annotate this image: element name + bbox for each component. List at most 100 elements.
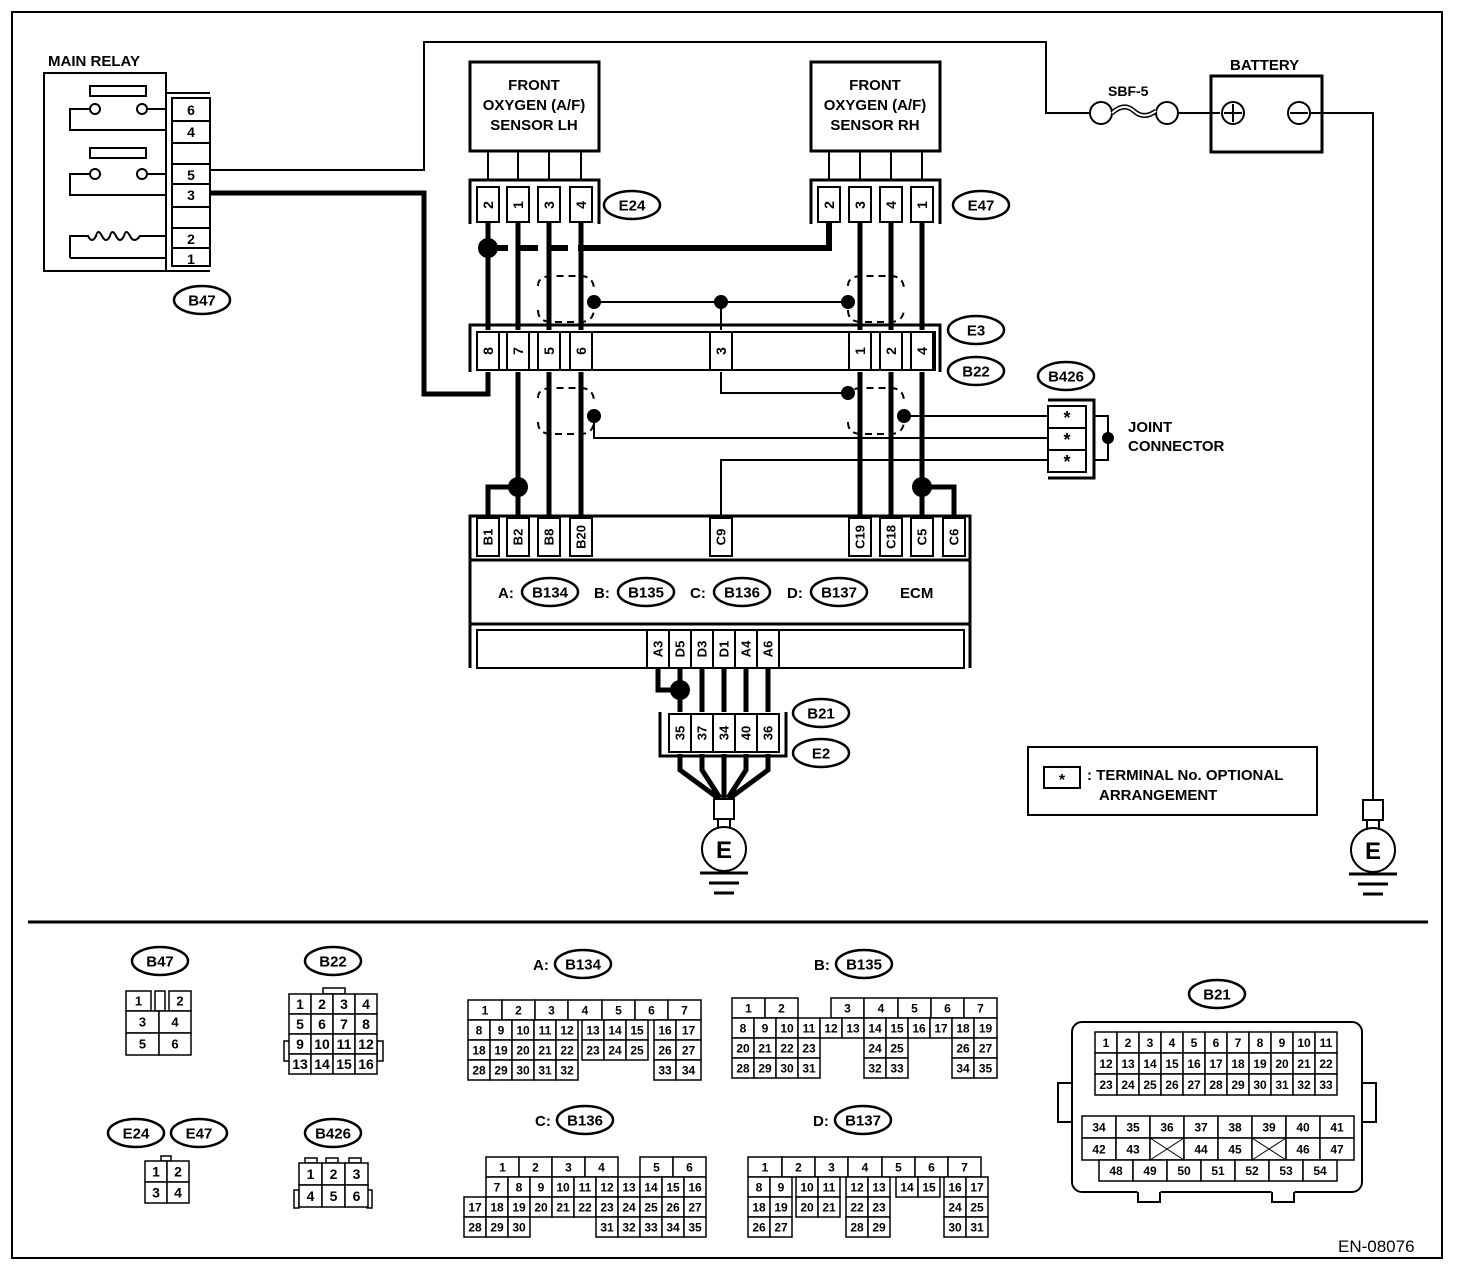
connector-id: B136 bbox=[567, 1112, 603, 1129]
terminal-number: 28 bbox=[1209, 1078, 1223, 1092]
connector-id: E47 bbox=[186, 1125, 213, 1142]
terminal-number: 3 bbox=[565, 1160, 572, 1174]
terminal-number: 20 bbox=[800, 1200, 814, 1214]
legend-line-1: : TERMINAL No. OPTIONAL bbox=[1087, 767, 1283, 784]
terminal-number: 1 bbox=[152, 1164, 160, 1180]
ecm-connector-prefix: B: bbox=[594, 585, 610, 602]
connector-prefix: A: bbox=[533, 957, 549, 974]
terminal-number: 21 bbox=[1297, 1057, 1311, 1071]
terminal-number: 29 bbox=[494, 1063, 508, 1077]
terminal-number: 10 bbox=[556, 1180, 570, 1194]
terminal-number: 16 bbox=[358, 1056, 374, 1072]
connector-id: E2 bbox=[812, 745, 830, 762]
inline-pin: 2 bbox=[883, 347, 899, 355]
relay-pin: 2 bbox=[187, 231, 195, 247]
terminal-number: 15 bbox=[630, 1023, 644, 1037]
terminal-number: 24 bbox=[1121, 1078, 1135, 1092]
terminal-number: 6 bbox=[928, 1160, 935, 1174]
terminal-number: 33 bbox=[658, 1063, 672, 1077]
legend-line-2: ARRANGEMENT bbox=[1099, 787, 1217, 804]
terminal-number: 14 bbox=[868, 1021, 882, 1035]
terminal-number: 8 bbox=[756, 1180, 763, 1194]
ecm-pin: C6 bbox=[947, 529, 962, 546]
terminal-number: 14 bbox=[1143, 1057, 1157, 1071]
terminal-number: 43 bbox=[1126, 1142, 1140, 1156]
joint-pin: * bbox=[1063, 430, 1070, 450]
terminal-number: 10 bbox=[1297, 1036, 1311, 1050]
ecm-pin: A6 bbox=[761, 641, 776, 658]
terminal-number: 22 bbox=[1319, 1057, 1333, 1071]
ground-label: E bbox=[1365, 838, 1381, 865]
terminal-number: 21 bbox=[538, 1043, 552, 1057]
terminal-number: 23 bbox=[802, 1041, 816, 1055]
connector-badge: B426 bbox=[303, 1117, 363, 1149]
terminal-number: 52 bbox=[1245, 1164, 1259, 1178]
connector-badge: B136 bbox=[712, 576, 772, 608]
terminal-number: 30 bbox=[780, 1061, 794, 1075]
connector-badge: E3 bbox=[946, 314, 1006, 346]
terminal-number: 31 bbox=[538, 1063, 552, 1077]
terminal-number: 33 bbox=[890, 1061, 904, 1075]
terminal-number: 1 bbox=[499, 1160, 506, 1174]
ground-label: E bbox=[716, 837, 732, 864]
terminal-number: 24 bbox=[622, 1200, 636, 1214]
ground-connector-pin: 34 bbox=[717, 725, 732, 740]
terminal-number: 8 bbox=[516, 1180, 523, 1194]
terminal-number: 25 bbox=[644, 1200, 658, 1214]
relay-pin: 5 bbox=[187, 167, 195, 183]
relay-pin: 3 bbox=[187, 187, 195, 203]
ground-connector-pin: 40 bbox=[739, 726, 754, 740]
ground-connector-pin: 35 bbox=[673, 726, 688, 740]
connector-id: B21 bbox=[1203, 986, 1231, 1003]
terminal-number: 23 bbox=[872, 1200, 886, 1214]
terminal-number: 26 bbox=[752, 1220, 766, 1234]
terminal-number: 17 bbox=[468, 1200, 482, 1214]
terminal-number: 53 bbox=[1279, 1164, 1293, 1178]
ground-icon: E bbox=[1349, 799, 1397, 896]
frame bbox=[11, 11, 1443, 1259]
terminal-number: 4 bbox=[362, 996, 370, 1012]
terminal-number: 2 bbox=[532, 1160, 539, 1174]
ecm-connector-prefix: C: bbox=[690, 585, 706, 602]
terminal-number: 4 bbox=[174, 1185, 182, 1201]
terminal-number: 3 bbox=[353, 1166, 361, 1182]
terminal-number: 4 bbox=[582, 1003, 589, 1017]
terminal-number: 13 bbox=[1121, 1057, 1135, 1071]
terminal-number: 7 bbox=[961, 1160, 968, 1174]
sensor-title: OXYGEN (A/F) bbox=[824, 97, 927, 114]
legend-symbol: * bbox=[1059, 772, 1066, 789]
terminal-number: 25 bbox=[1143, 1078, 1157, 1092]
connector-prefix: C: bbox=[535, 1113, 551, 1130]
connector-badge: B134 bbox=[553, 948, 613, 980]
terminal-number: 13 bbox=[292, 1056, 308, 1072]
terminal-number: 17 bbox=[934, 1021, 948, 1035]
terminal-number: 30 bbox=[516, 1063, 530, 1077]
terminal-number: 30 bbox=[1253, 1078, 1267, 1092]
terminal-number: 27 bbox=[682, 1043, 696, 1057]
connector-id: B136 bbox=[724, 584, 760, 601]
terminal-number: 15 bbox=[922, 1180, 936, 1194]
terminal-number: 10 bbox=[800, 1180, 814, 1194]
terminal-number: 2 bbox=[176, 994, 183, 1009]
terminal-number: 3 bbox=[152, 1185, 160, 1201]
connector-badge: B21 bbox=[791, 697, 851, 729]
terminal-number: 26 bbox=[666, 1200, 680, 1214]
connector-id: B47 bbox=[146, 953, 174, 970]
terminal-number: 7 bbox=[1235, 1036, 1242, 1050]
terminal-number: 16 bbox=[658, 1023, 672, 1037]
terminal-number: 8 bbox=[476, 1023, 483, 1037]
terminal-number: 17 bbox=[682, 1023, 696, 1037]
connector-badge: B134 bbox=[520, 576, 580, 608]
terminal-number: 30 bbox=[948, 1220, 962, 1234]
terminal-number: 15 bbox=[890, 1021, 904, 1035]
terminal-number: 32 bbox=[868, 1061, 882, 1075]
terminal-number: 2 bbox=[778, 1001, 785, 1015]
terminal-number: 36 bbox=[1160, 1120, 1174, 1134]
sensor-title: SENSOR RH bbox=[830, 117, 919, 134]
terminal-number: 3 bbox=[139, 1015, 146, 1030]
